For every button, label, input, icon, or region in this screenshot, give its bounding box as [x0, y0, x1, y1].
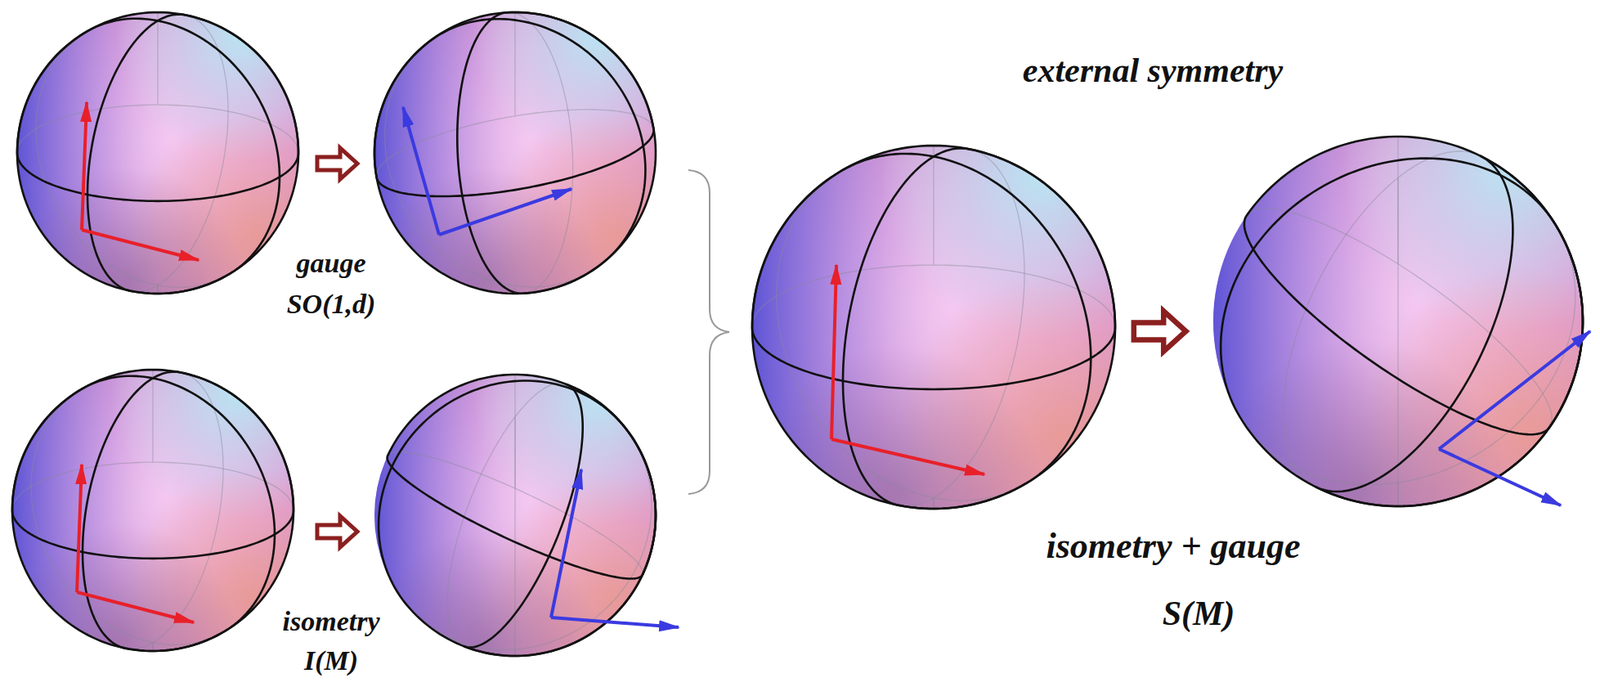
hidden-circle [17, 12, 299, 202]
sphere-shading [374, 374, 656, 656]
sphere-shading [1213, 136, 1583, 507]
great-circle [842, 147, 1116, 509]
sphere [374, 12, 656, 294]
brace [688, 170, 730, 494]
frame-vector [403, 107, 440, 235]
great-circle [1315, 156, 1583, 507]
sphere-shading [374, 374, 656, 656]
frame-vector [1438, 331, 1591, 449]
great-circle [374, 18, 646, 294]
sphere-shading [374, 374, 656, 656]
hidden-circle [31, 376, 275, 651]
great-circle [387, 374, 656, 579]
hidden-circle [752, 145, 1116, 390]
label: isometry + gauge [1045, 526, 1300, 566]
great-circle [378, 380, 656, 656]
sphere-shading [374, 374, 656, 656]
frame-vector [76, 464, 82, 592]
great-circle [457, 12, 656, 294]
frame-vector [81, 102, 87, 230]
sphere-shading [17, 12, 299, 294]
great-circle [752, 153, 1091, 509]
sphere-shading [374, 12, 656, 294]
frame-vector [831, 264, 837, 440]
sphere [12, 369, 294, 651]
sphere-shading [752, 145, 1116, 509]
sphere-shading [12, 369, 294, 651]
block-arrow [317, 147, 1187, 547]
great-circle [17, 18, 280, 294]
sphere-shading [374, 12, 656, 294]
sphere-shading [374, 12, 656, 294]
great-circle [82, 371, 294, 651]
hidden-circle [82, 371, 224, 651]
sphere-shading [1213, 136, 1583, 507]
sphere-shading [12, 369, 294, 651]
hidden-circle [842, 147, 1025, 509]
sphere [374, 374, 679, 656]
hidden-circle [385, 18, 646, 294]
sphere-shading [17, 12, 299, 294]
great-circle [1244, 136, 1583, 435]
great-circle [374, 12, 655, 197]
frame-vector [76, 591, 194, 623]
hidden-circle [376, 12, 654, 197]
hidden-circle [457, 12, 573, 294]
sphere-shading [1213, 136, 1583, 507]
great-circle [12, 376, 275, 651]
great-circle [87, 14, 299, 294]
sphere-shading [752, 145, 1116, 509]
frame-vector [439, 188, 572, 235]
sphere-shading [17, 12, 299, 294]
label: S(M) [1162, 594, 1236, 632]
sphere-shading [1213, 136, 1583, 507]
hidden-circle [1283, 151, 1514, 507]
great-circle [17, 12, 299, 202]
sphere-shading [374, 374, 656, 656]
frame-vector [81, 229, 199, 260]
great-circle [12, 369, 294, 559]
hidden-circle [776, 153, 1092, 509]
sphere [752, 145, 1116, 509]
label: gauge [296, 247, 367, 278]
frame-vector [831, 439, 985, 475]
sphere-shading [752, 145, 1116, 509]
label: SO(1,d) [286, 288, 377, 319]
sphere-shading [17, 12, 299, 294]
hidden-circle [35, 18, 280, 294]
sphere-shading [12, 369, 294, 651]
sphere-shading [17, 12, 299, 294]
sphere-shading [12, 369, 294, 651]
hidden-circle [87, 14, 229, 294]
hidden-circle [12, 369, 294, 559]
frame-vector [551, 469, 582, 618]
great-circle [463, 384, 656, 656]
sphere [17, 12, 299, 294]
great-circle [1220, 158, 1583, 507]
label: I(M) [304, 645, 359, 676]
great-circle [752, 145, 1116, 390]
sphere-shading [374, 12, 656, 294]
sphere-shading [12, 369, 294, 651]
sphere-shading [752, 145, 1116, 509]
frame-vector [1438, 448, 1561, 506]
frame-vector [551, 617, 679, 628]
sphere-shading [374, 12, 656, 294]
sphere-shading [1213, 136, 1583, 507]
label: isometry [282, 605, 381, 637]
sphere-shading [752, 145, 1116, 509]
title: external symmetry [1022, 51, 1283, 90]
sphere [1213, 136, 1591, 507]
